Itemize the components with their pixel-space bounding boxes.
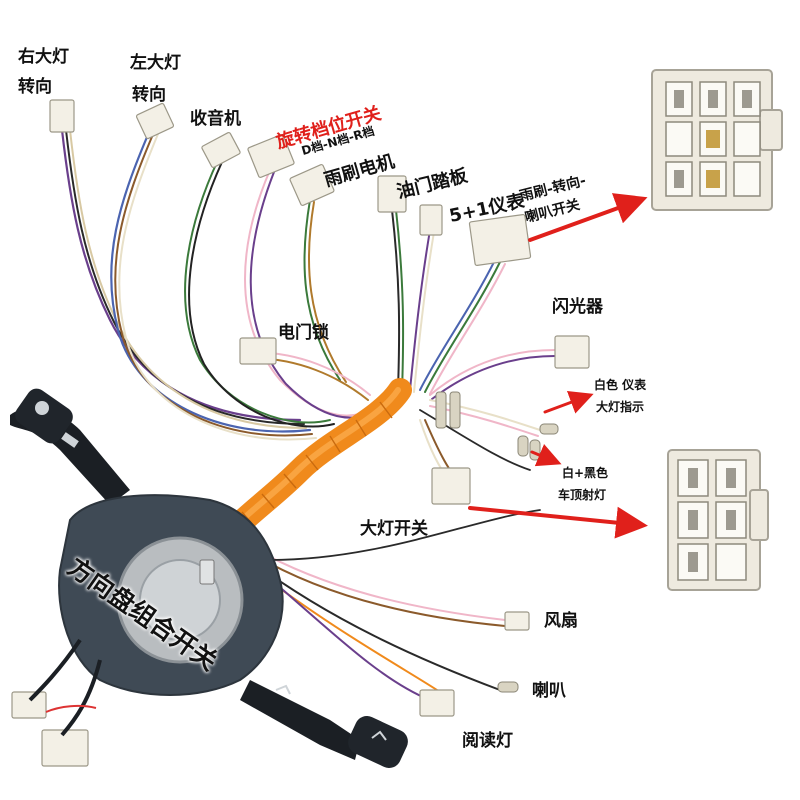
label-roof-light: 车顶射灯 [558, 488, 607, 502]
connector-gear-switch [247, 134, 295, 178]
connector-radio [201, 131, 241, 169]
connector-headlight-switch [431, 467, 471, 505]
label-left-turn: 转向 [132, 85, 166, 105]
connector-switch-left-a [11, 691, 47, 719]
connector-wiper-motor [289, 164, 335, 206]
label-electric-lock: 电门锁 [278, 323, 329, 343]
steering-combo-switch [10, 388, 408, 769]
connector-switch-left-b [41, 729, 89, 767]
label-white-gauge: 白色 仪表 [594, 378, 647, 392]
connector-flasher [554, 335, 590, 369]
label-flasher: 闪光器 [552, 297, 603, 317]
label-fan: 风扇 [544, 611, 578, 631]
connector-right-headlight [49, 99, 75, 133]
connector-gauge [419, 204, 443, 236]
arrow-roof-light [530, 444, 562, 467]
label-radio: 收音机 [190, 109, 241, 129]
connector-left-headlight [135, 102, 175, 140]
connector-reading-light [419, 689, 455, 717]
spade-terminals [435, 391, 559, 693]
arrow-headlight-indicator [543, 391, 594, 414]
callout-arrows [468, 193, 648, 539]
connector-fan [504, 611, 530, 631]
connector-throttle [377, 175, 407, 213]
headlight-switch-connector-face [667, 449, 769, 591]
connector-electric-lock [239, 337, 277, 365]
combo-connector-face [651, 69, 783, 211]
connector-combo [468, 213, 532, 267]
wire-bundles [60, 128, 556, 701]
label-headlight-indicator: 大灯指示 [596, 400, 645, 414]
label-horn: 喇叭 [532, 681, 566, 701]
label-left-headlight: 左大灯 [130, 53, 181, 73]
label-right-headlight: 右大灯 [18, 47, 69, 67]
connectors [11, 99, 590, 767]
label-headlight-switch: 大灯开关 [360, 519, 428, 539]
label-right-turn: 转向 [18, 77, 52, 97]
label-white-black: 白+黑色 [562, 466, 609, 480]
arrow-combo-connector [528, 193, 648, 242]
label-reading-light: 阅读灯 [462, 731, 513, 751]
arrow-headlight-switch [468, 506, 648, 539]
